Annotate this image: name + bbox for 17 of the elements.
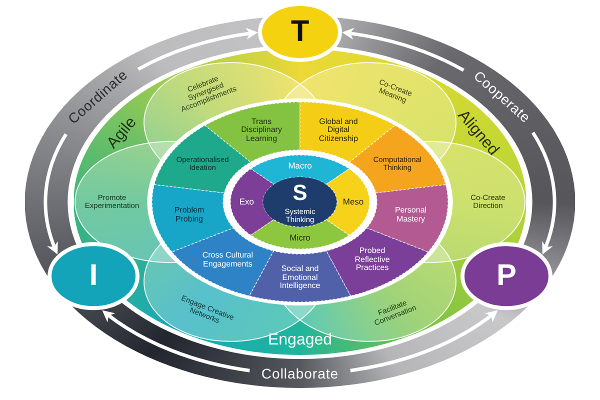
circle-letter: P bbox=[496, 260, 516, 292]
circle-letter: T bbox=[290, 16, 310, 48]
segment-label: Micro bbox=[289, 233, 311, 243]
segment-label: Exo bbox=[238, 197, 255, 207]
segment-label: Problem Probing bbox=[174, 206, 205, 224]
segment-label: Trans Disciplinary Learning bbox=[240, 118, 283, 144]
band-label: Engaged bbox=[268, 331, 332, 349]
segment-label: Social and Emotional Intelligence bbox=[279, 265, 321, 291]
segment-label: Macro bbox=[288, 161, 312, 171]
segment-label: Probed Reflective Practices bbox=[354, 247, 391, 274]
center-letter: S bbox=[292, 181, 308, 205]
edge-label: Collaborate bbox=[261, 366, 339, 382]
segment-label: Personal Mastery bbox=[394, 206, 428, 224]
segment-label: Meso bbox=[342, 197, 364, 207]
segment-label: Global and Digital Citizenship bbox=[318, 118, 359, 144]
circle-letter: I bbox=[89, 260, 98, 292]
segment-label: Cross Cultural Engagements bbox=[202, 252, 254, 269]
